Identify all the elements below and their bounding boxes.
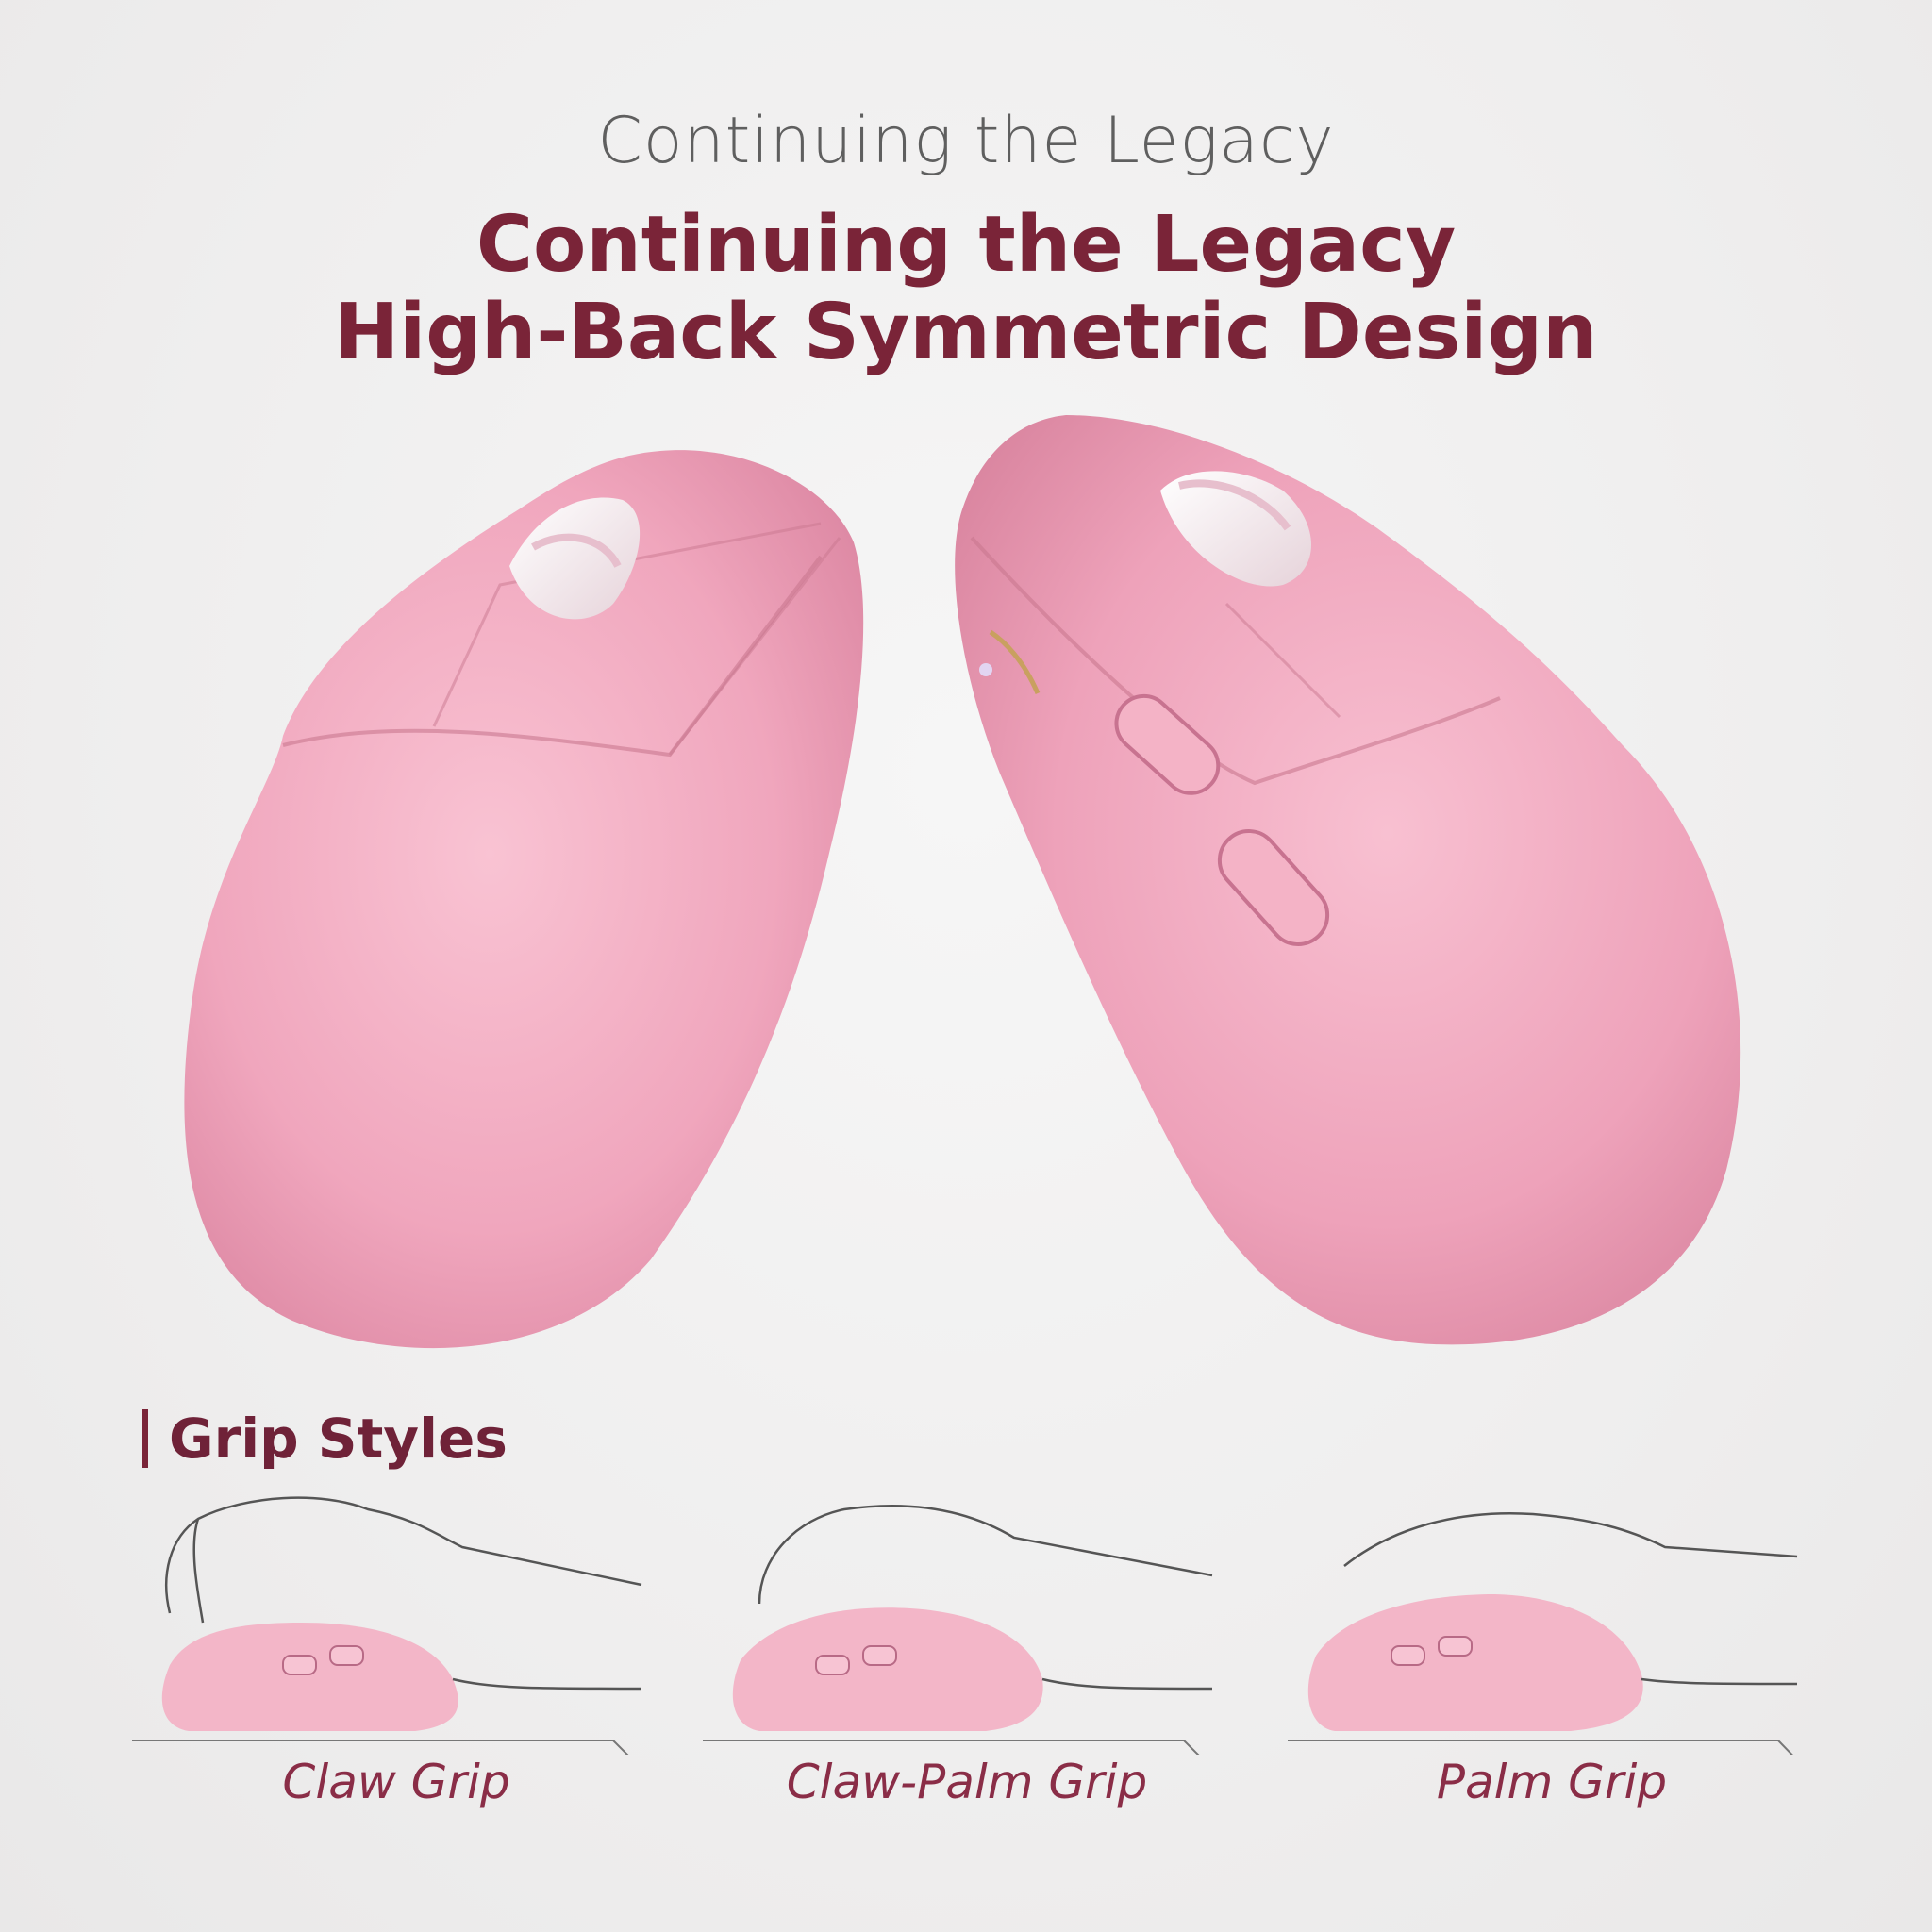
left-mouse xyxy=(184,450,864,1349)
side-button-back xyxy=(1217,829,1330,946)
heading-accent-bar xyxy=(142,1409,148,1468)
mouse-product-images xyxy=(184,415,1741,1349)
left-mouse-body xyxy=(184,450,864,1349)
claw-palm-grip-illustration xyxy=(703,1505,1213,1755)
page-subtitle: Continuing the Legacy xyxy=(597,104,1335,178)
right-mouse-body xyxy=(955,415,1741,1345)
grip-styles-heading-label: Grip Styles xyxy=(169,1407,508,1471)
grip-card-palm: Palm Grip xyxy=(1288,1491,1816,1830)
grip-card-claw-palm: Claw-Palm Grip xyxy=(703,1491,1231,1830)
brand-logo-icon xyxy=(989,629,1041,694)
left-mouse-scroll-wheel xyxy=(509,497,641,620)
claw-grip-illustration xyxy=(132,1496,642,1755)
side-button-forward xyxy=(1114,693,1221,795)
palm-grip-illustration xyxy=(1288,1512,1798,1755)
status-led-icon xyxy=(979,663,992,676)
page-title-line-1: Continuing the Legacy xyxy=(475,200,1457,290)
right-mouse xyxy=(955,415,1741,1345)
grip-label-claw-palm: Claw-Palm Grip xyxy=(786,1755,1148,1809)
grip-label-palm: Palm Grip xyxy=(1436,1755,1668,1809)
grip-label-claw: Claw Grip xyxy=(282,1755,510,1809)
right-mouse-scroll-wheel xyxy=(1160,471,1311,587)
page-title-line-2: High-Back Symmetric Design xyxy=(334,288,1598,377)
grip-styles-heading: Grip Styles xyxy=(142,1406,508,1472)
grip-card-claw: Claw Grip xyxy=(132,1491,660,1830)
